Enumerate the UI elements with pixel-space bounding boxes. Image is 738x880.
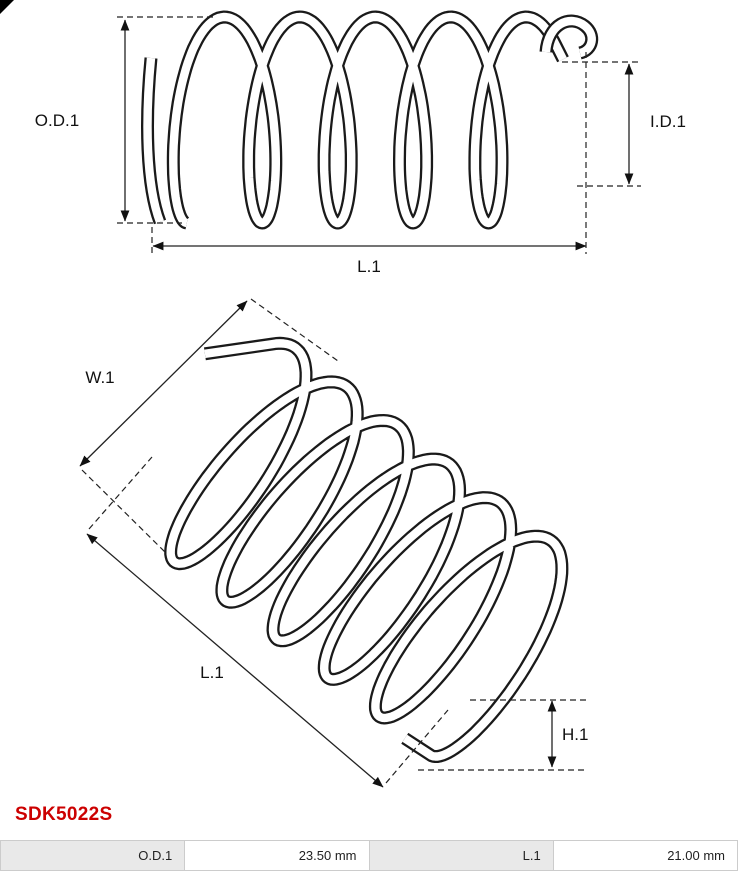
spring-side-view bbox=[141, 10, 599, 230]
length-iso-extension-bottom bbox=[385, 709, 449, 784]
spring-iso-view bbox=[164, 336, 569, 763]
length-iso-extension-top bbox=[88, 456, 153, 530]
length-iso-label: L.1 bbox=[200, 663, 224, 682]
product-code: SDK5022S bbox=[15, 804, 113, 825]
spec-length-value: 21.00 mm bbox=[552, 840, 738, 871]
spec-table: O.D.1 23.50 mm L.1 21.00 mm bbox=[0, 840, 738, 871]
spring-side-coil-outline bbox=[166, 10, 569, 230]
width-iso-label: W.1 bbox=[85, 368, 114, 387]
spec-od-value: 23.50 mm bbox=[184, 840, 370, 871]
spring-technical-drawing: O.D.1 I.D.1 L.1 W.1 L.1 H.1 bbox=[35, 10, 686, 788]
corner-mark bbox=[0, 0, 14, 14]
spec-od-label: O.D.1 bbox=[0, 840, 186, 871]
spring-side-hook-wire-inner bbox=[541, 16, 596, 58]
spring-side-coil-inner bbox=[169, 12, 567, 228]
spec-table-row: O.D.1 23.50 mm L.1 21.00 mm bbox=[0, 840, 738, 871]
width-dimension-line bbox=[79, 300, 248, 467]
id-label: I.D.1 bbox=[650, 112, 686, 131]
iso-view-dimensions: W.1 L.1 H.1 bbox=[79, 298, 588, 788]
length-iso-dimension-line bbox=[86, 533, 384, 788]
spec-length-label: L.1 bbox=[368, 840, 554, 871]
side-view-dimensions: O.D.1 I.D.1 L.1 bbox=[35, 16, 686, 276]
length-side-label: L.1 bbox=[357, 257, 381, 276]
height-iso-label: H.1 bbox=[562, 725, 588, 744]
width-extension-top bbox=[250, 298, 339, 362]
od-label: O.D.1 bbox=[35, 111, 79, 130]
spring-side-end-wire-inner bbox=[143, 57, 164, 224]
